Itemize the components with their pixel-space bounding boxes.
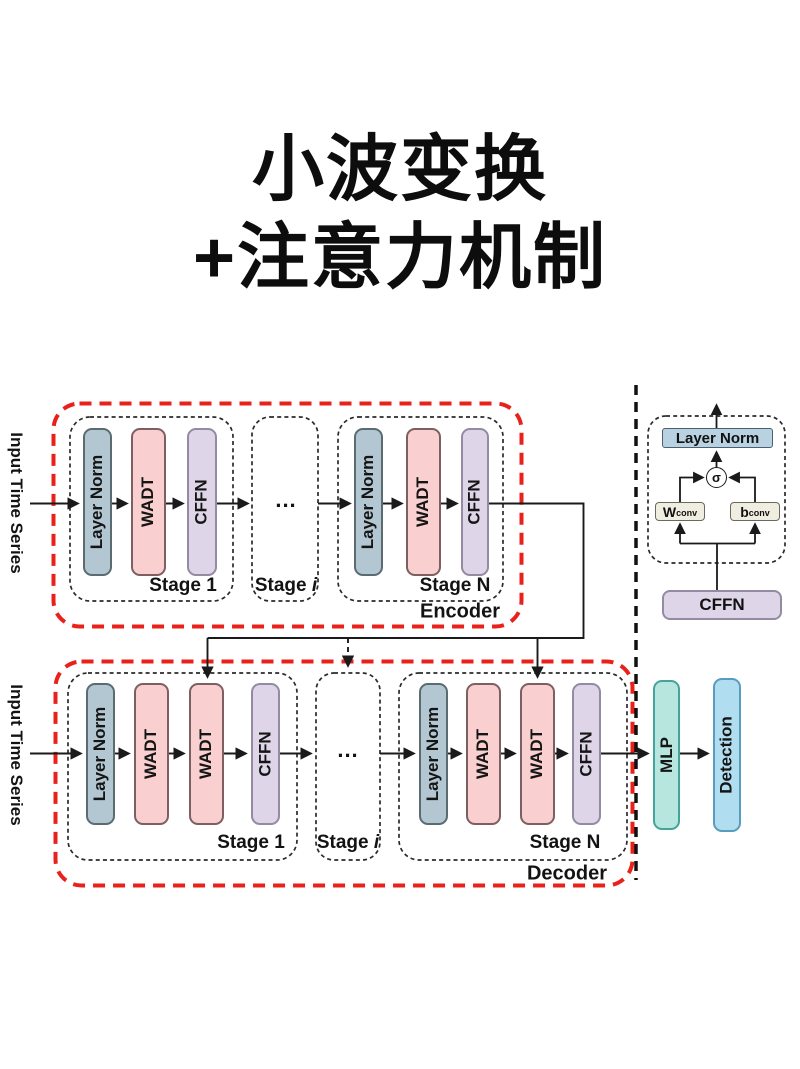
decoder-label: Decoder	[526, 862, 608, 885]
encoder-stage1-layer-norm: Layer Norm	[83, 428, 112, 576]
bconv-to-sigma-arrow	[728, 471, 756, 502]
decoder-stageN-layer-norm: Layer Norm	[419, 683, 448, 825]
encoder-stage1-label: Stage 1	[149, 575, 217, 596]
decoder-stageN-box	[398, 672, 628, 861]
encoder-stage-i-label: Stage i	[254, 575, 318, 596]
decoder-stage1-cffn: CFFN	[251, 683, 280, 825]
decoder-stageN-wadt-1: WADT	[466, 683, 501, 825]
encoder-stage-i-dots: ...	[275, 487, 297, 512]
decoder-stage1-layer-norm: Layer Norm	[86, 683, 115, 825]
encoder-stage1-cffn: CFFN	[187, 428, 217, 576]
encoder-stage-i-box	[251, 416, 319, 602]
wconv-to-sigma-arrow	[679, 471, 705, 502]
decoder-stage1-wadt-2: WADT	[189, 683, 224, 825]
decoder-stage-i-dots: ...	[337, 737, 359, 762]
decoder-stage1-box	[67, 672, 298, 861]
encoder-stage1-wadt: WADT	[131, 428, 166, 576]
title-line-1: 小波变换	[251, 130, 548, 210]
encoder-stageN-wadt: WADT	[406, 428, 441, 576]
sigma-node: σ	[706, 467, 727, 488]
decoder-stage-i-box	[315, 672, 381, 861]
decoder-stageN-wadt-2: WADT	[520, 683, 555, 825]
encoder-box	[51, 401, 524, 629]
detail-feed-line	[680, 542, 755, 590]
detail-cffn-block: CFFN	[662, 590, 782, 620]
decoder-stage-i-label: Stage i	[316, 832, 380, 853]
decoder-stage1-label: Stage 1	[217, 832, 285, 853]
decoder-stage1-wadt-1: WADT	[134, 683, 169, 825]
encoder-stageN-layer-norm: Layer Norm	[354, 428, 383, 576]
decoder-stageN-cffn: CFFN	[572, 683, 601, 825]
page-title: 小波变换 +注意力机制	[0, 126, 800, 302]
decoder-input-label: Input Time Series	[7, 684, 26, 826]
detail-layer-norm: Layer Norm	[662, 428, 773, 448]
detection-block: Detection	[713, 678, 741, 832]
encoder-label: Encoder	[419, 600, 501, 623]
encoder-output-line	[207, 502, 585, 639]
encoder-stageN-cffn: CFFN	[461, 428, 489, 576]
decoder-stageN-label: Stage N	[529, 832, 601, 853]
encoder-stageN-label: Stage N	[419, 575, 491, 596]
encoder-input-label: Input Time Series	[7, 432, 26, 574]
title-line-2: +注意力机制	[192, 218, 608, 298]
mlp-block: MLP	[653, 680, 680, 830]
